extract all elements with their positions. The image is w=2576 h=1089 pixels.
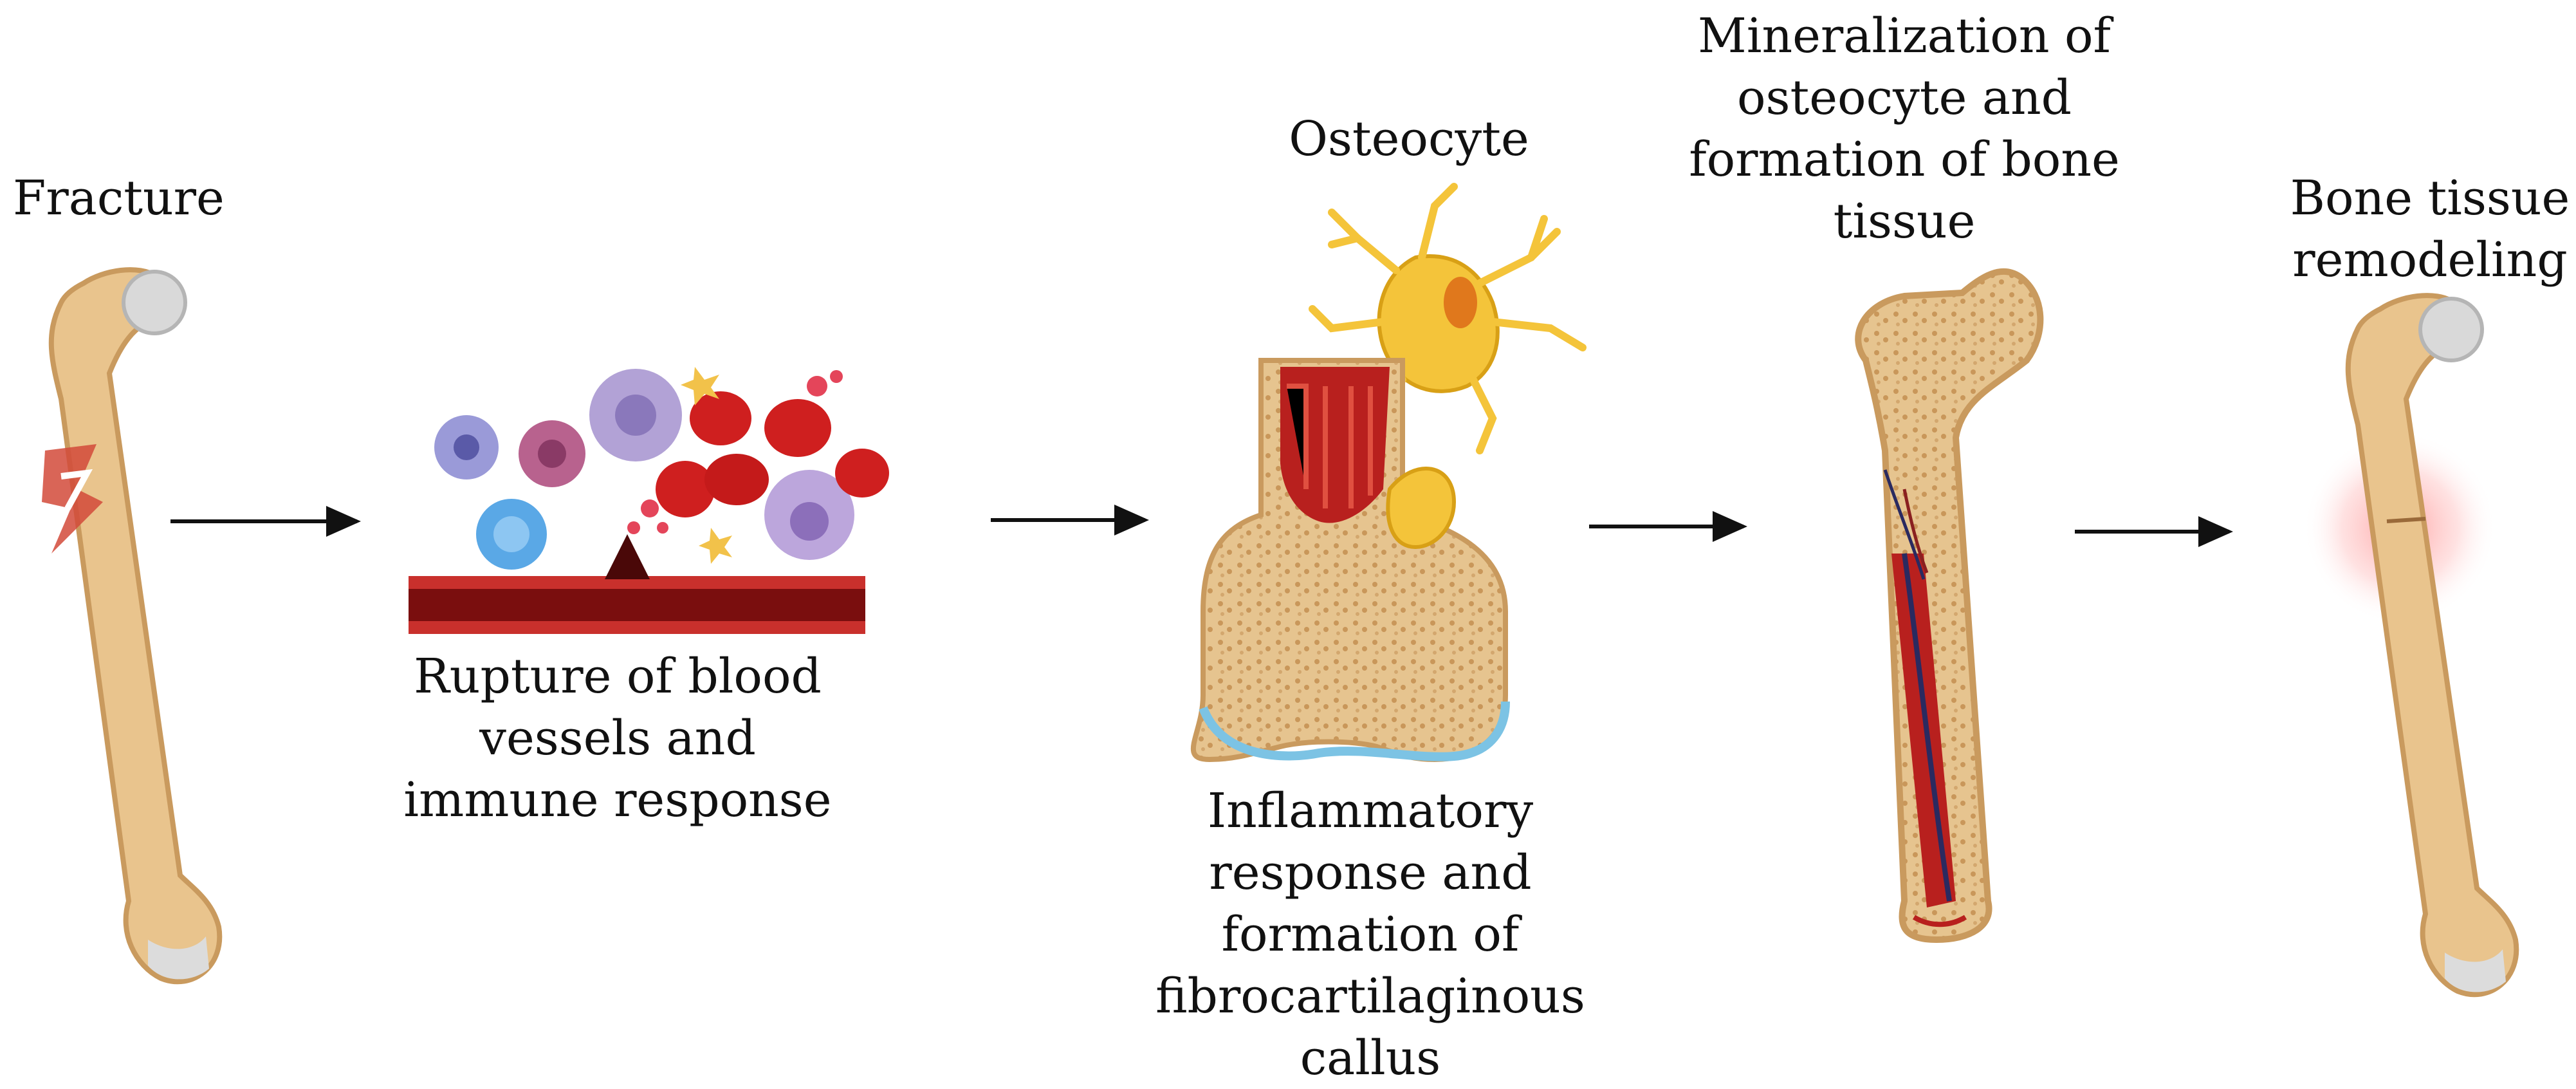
label-fracture: Fracture bbox=[13, 171, 225, 226]
callus-illustration bbox=[1190, 358, 1510, 763]
mineralized-bone-illustration bbox=[1855, 268, 2044, 944]
label-remodeling: Bone tissue remodeling bbox=[2290, 171, 2570, 288]
remodeled-femur-illustration bbox=[2303, 293, 2519, 998]
label-rupture: Rupture of blood vessels and immune resp… bbox=[403, 649, 832, 828]
label-inflammatory: Inflammatory response and formation of f… bbox=[1155, 783, 1585, 1086]
label-mineralization: Mineralization of osteocyte and formatio… bbox=[1689, 8, 2120, 249]
arrows bbox=[170, 505, 2233, 547]
fractured-femur-illustration bbox=[42, 267, 223, 985]
label-osteocyte: Osteocyte bbox=[1289, 111, 1529, 167]
ruptured-vessel-illustration bbox=[409, 367, 889, 634]
